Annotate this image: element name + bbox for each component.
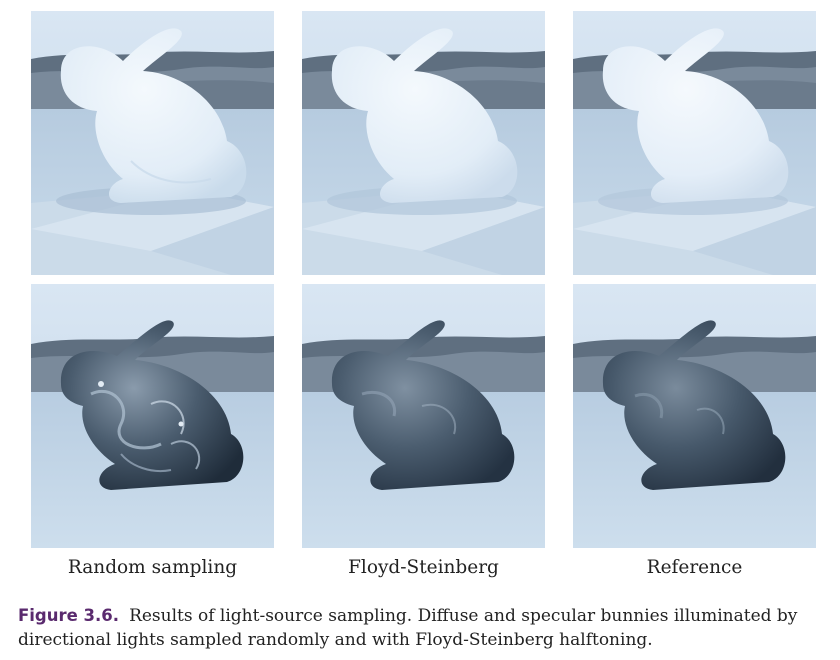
panel-specular-random-sampling — [31, 284, 274, 548]
panel-specular-reference — [573, 284, 816, 548]
figure-caption-text: Results of light-source sampling. Diffus… — [18, 606, 798, 650]
column-label-floyd-steinberg: Floyd-Steinberg — [348, 557, 499, 578]
column-label-reference: Reference — [646, 557, 743, 578]
panel-diffuse-random-sampling — [31, 11, 274, 275]
column-label-random-sampling: Random sampling — [67, 557, 238, 578]
figure-number: Figure 3.6. — [18, 606, 120, 625]
specular-bunny-floyd-steinberg-image — [302, 284, 545, 548]
diffuse-bunny-random-image — [31, 11, 274, 275]
specular-bunny-random-image — [31, 284, 274, 548]
diffuse-bunny-floyd-steinberg-image — [302, 11, 545, 275]
panel-diffuse-floyd-steinberg — [302, 11, 545, 275]
figure-grid — [31, 11, 816, 548]
panel-diffuse-reference — [573, 11, 816, 275]
panel-specular-floyd-steinberg — [302, 284, 545, 548]
diffuse-bunny-reference-image — [573, 11, 816, 275]
specular-bunny-reference-image — [573, 284, 816, 548]
figure-caption: Figure 3.6.Results of light-source sampl… — [18, 604, 833, 652]
